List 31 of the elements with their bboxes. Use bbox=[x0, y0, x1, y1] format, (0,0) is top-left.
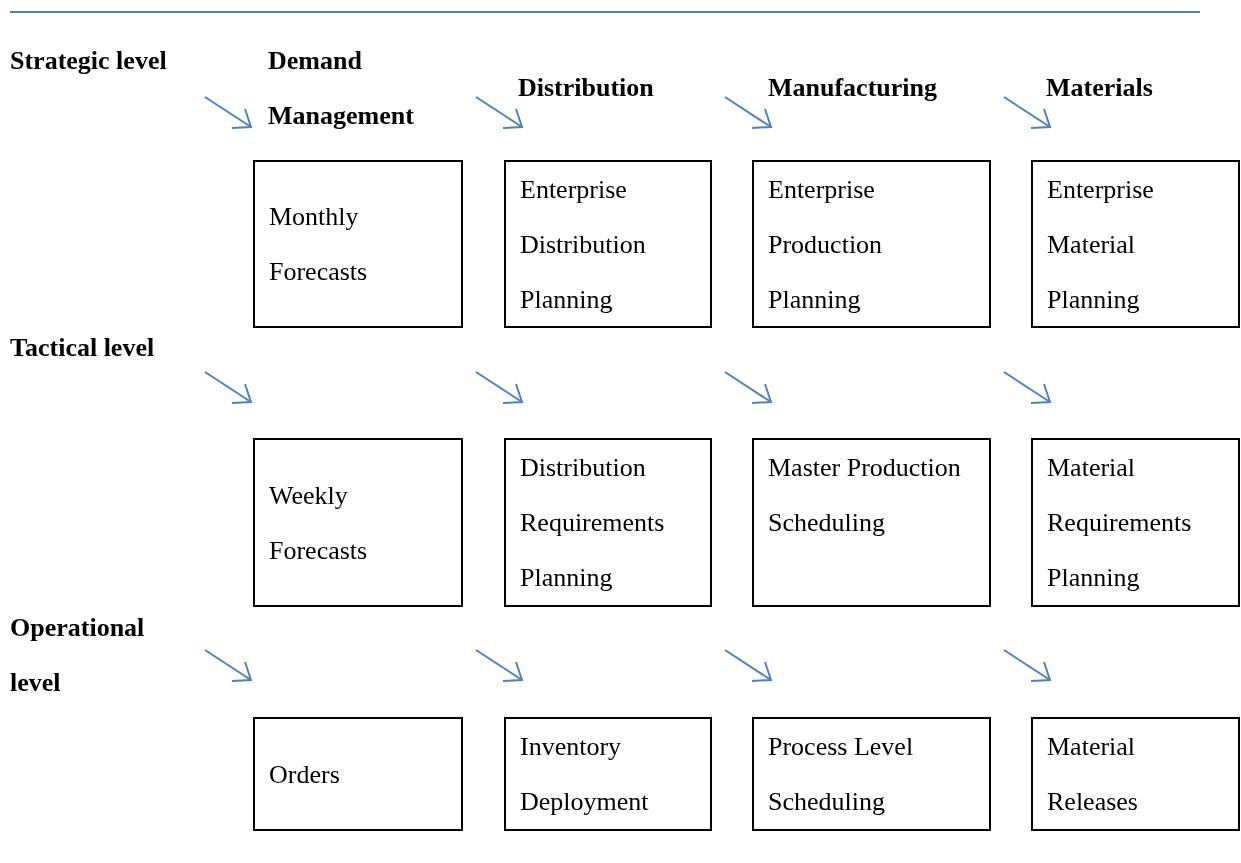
row-label: Tactical level bbox=[10, 332, 156, 364]
column-heading: Manufacturing bbox=[768, 72, 938, 104]
row-label: Strategic level bbox=[10, 45, 168, 77]
box-text: Weekly Forecasts bbox=[269, 479, 369, 567]
process-box bbox=[752, 160, 991, 328]
process-box bbox=[253, 717, 463, 831]
process-box bbox=[504, 717, 712, 831]
process-box bbox=[504, 160, 712, 328]
box-text: Monthly Forecasts bbox=[269, 201, 369, 288]
column-heading: Demand Management bbox=[268, 45, 415, 132]
process-box bbox=[253, 438, 463, 607]
row-label: Operational level bbox=[10, 612, 146, 699]
box-text: Master Production Scheduling bbox=[768, 452, 962, 539]
box-text: Material Requirements Planning bbox=[1047, 452, 1193, 594]
process-box bbox=[1031, 717, 1240, 831]
process-box bbox=[1031, 160, 1240, 328]
box-text: Enterprise Distribution Planning bbox=[520, 174, 647, 316]
process-box bbox=[752, 717, 991, 831]
process-box bbox=[752, 438, 991, 607]
box-text: Process Level Scheduling bbox=[768, 731, 915, 818]
box-text: Inventory Deployment bbox=[520, 731, 650, 818]
box-text: Enterprise Material Planning bbox=[1047, 174, 1155, 316]
column-heading: Materials bbox=[1046, 72, 1154, 104]
column-heading: Distribution bbox=[518, 72, 655, 104]
process-box bbox=[253, 160, 463, 328]
box-text: Enterprise Production Planning bbox=[768, 174, 884, 316]
box-text: Material Releases bbox=[1047, 731, 1139, 818]
process-box bbox=[1031, 438, 1240, 607]
box-text: Distribution Requirements Planning bbox=[520, 452, 666, 594]
box-text: Orders bbox=[269, 758, 341, 791]
process-box bbox=[504, 438, 712, 607]
